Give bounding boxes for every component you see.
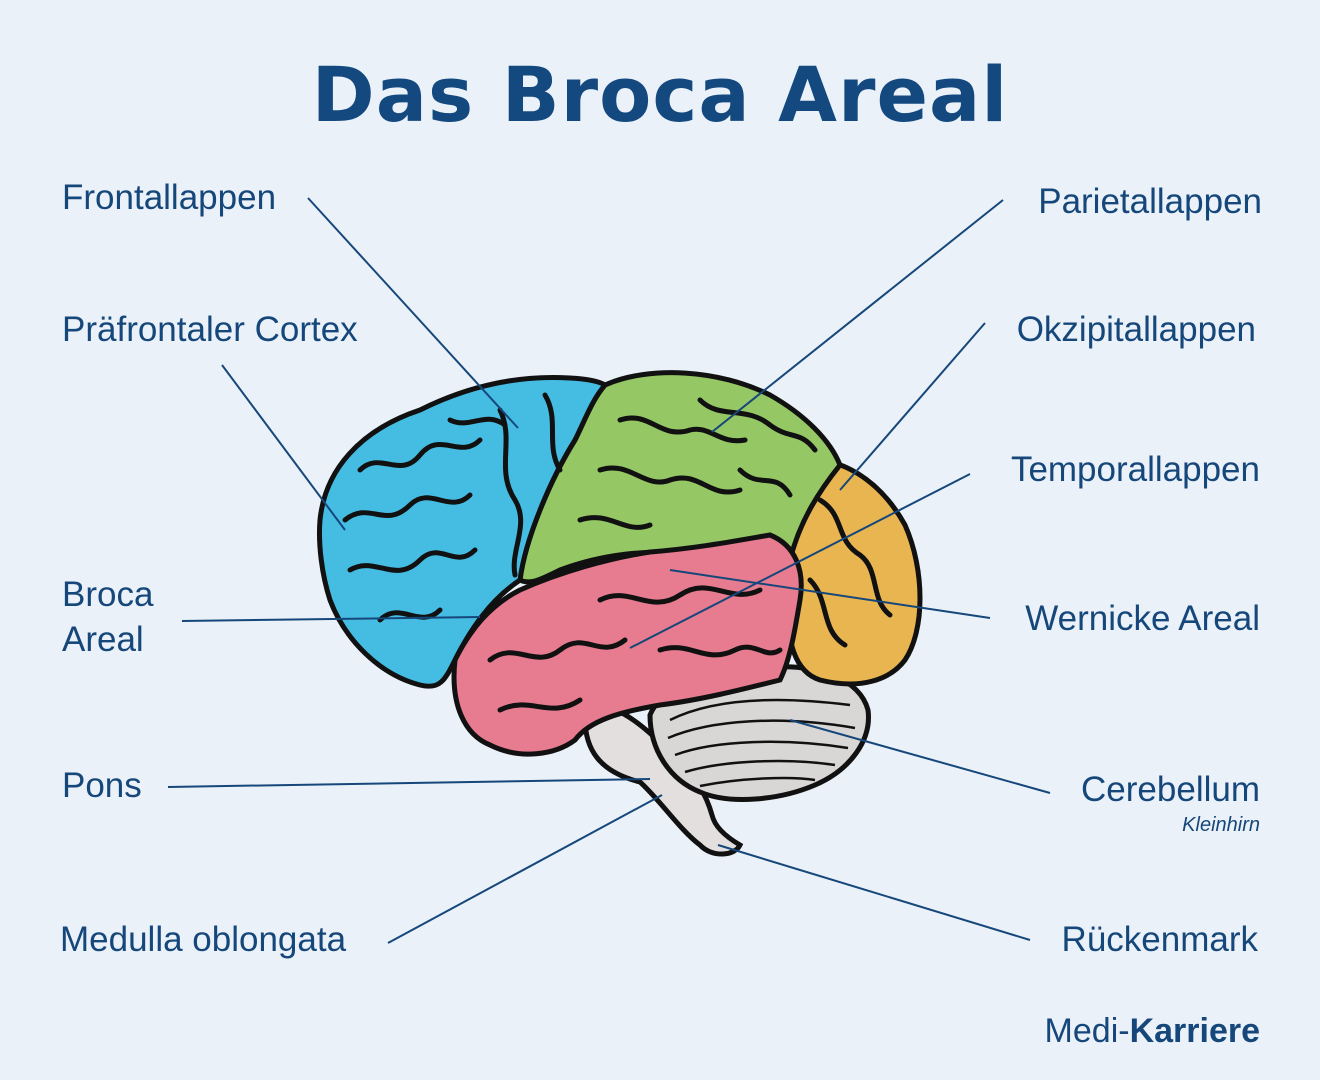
leader-praefrontaler-cortex <box>221 364 346 531</box>
label-temporallappen: Temporallappen <box>1010 450 1260 489</box>
leader-frontallappen <box>307 197 519 429</box>
leader-lines <box>167 197 1051 944</box>
brand-part1: Medi- <box>1044 1012 1130 1050</box>
gyri-lines <box>342 392 893 713</box>
label-cerebellum: Cerebellum <box>1081 770 1260 809</box>
leader-cerebellum <box>789 719 1051 794</box>
leader-pons <box>167 778 651 788</box>
label-rueckenmark: Rückenmark <box>1061 920 1258 959</box>
label-frontallappen: Frontallappen <box>62 178 277 217</box>
label-broca-line1: Broca <box>62 575 154 614</box>
frontal-lobe <box>317 375 609 689</box>
cerebellum-folia <box>667 698 856 788</box>
brand-logo: Medi-Karriere <box>1045 1012 1260 1051</box>
label-wernicke-areal: Wernicke Areal <box>1025 599 1260 638</box>
label-praefrontaler-cortex: Präfrontaler Cortex <box>62 310 358 349</box>
brand-part2: Karriere <box>1129 1012 1260 1050</box>
label-broca-line2: Areal <box>62 620 144 659</box>
page-title: Das Broca Areal <box>311 50 1009 139</box>
label-pons: Pons <box>62 766 142 805</box>
leader-temporallappen <box>629 473 971 649</box>
leader-rueckenmark <box>717 844 1031 941</box>
label-medulla-oblongata: Medulla oblongata <box>60 920 347 959</box>
leader-parietallappen <box>711 199 1004 433</box>
label-parietallappen: Parietallappen <box>1038 182 1262 221</box>
leader-okzipitallappen <box>839 322 986 491</box>
leader-medulla-oblongata <box>387 794 663 944</box>
leader-wernicke-areal <box>669 569 991 619</box>
label-cerebellum-sub: Kleinhirn <box>1182 814 1260 836</box>
leader-broca-areal <box>181 616 481 622</box>
label-okzipitallappen: Okzipitallappen <box>1016 310 1256 349</box>
